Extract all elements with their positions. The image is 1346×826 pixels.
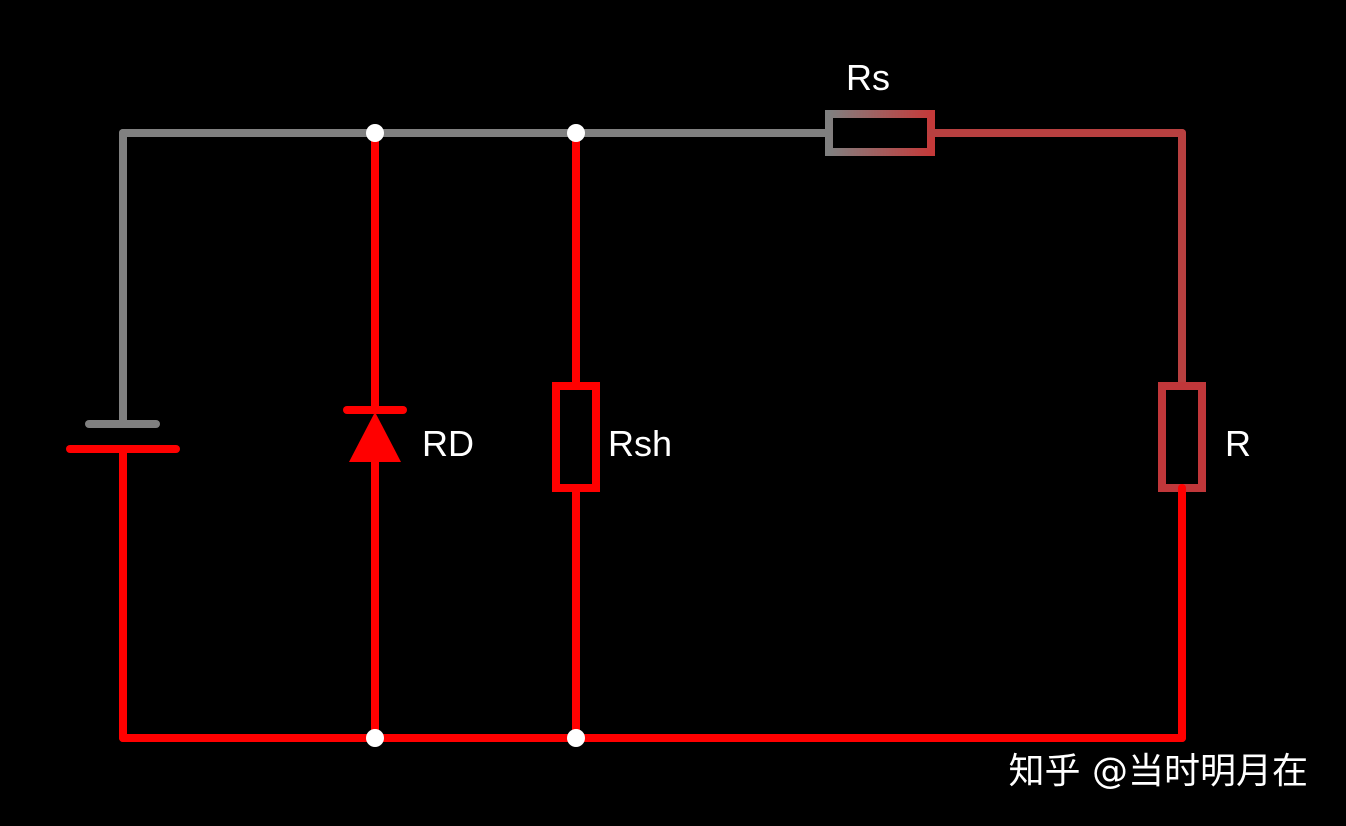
junction-dot bbox=[567, 729, 585, 747]
label-rsh: Rsh bbox=[608, 423, 672, 464]
right-wire-dark-red bbox=[927, 129, 1186, 390]
label-rs: Rs bbox=[846, 57, 890, 98]
red-wires bbox=[119, 129, 1186, 742]
junction-dot bbox=[366, 124, 384, 142]
junction-dot bbox=[366, 729, 384, 747]
top-wire-gray bbox=[119, 129, 833, 428]
junction-dots bbox=[366, 124, 585, 747]
resistor-rsh bbox=[552, 382, 600, 492]
junction-dot bbox=[567, 124, 585, 142]
label-rd: RD bbox=[422, 423, 474, 464]
resistor-rs bbox=[825, 110, 935, 156]
diode-rd bbox=[343, 406, 407, 462]
resistor-r bbox=[1158, 382, 1206, 492]
watermark: 知乎 @当时明月在 bbox=[1008, 751, 1308, 792]
label-r: R bbox=[1225, 423, 1251, 464]
